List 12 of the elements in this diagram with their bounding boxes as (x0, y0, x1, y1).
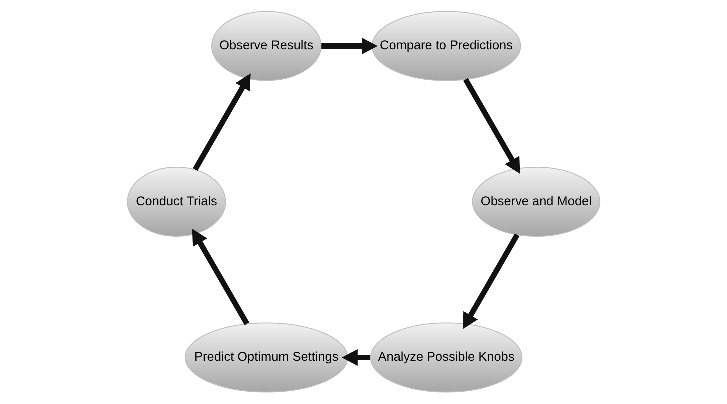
arrow (342, 349, 370, 366)
arrow (462, 78, 520, 174)
arrow (321, 38, 378, 55)
arrow (462, 234, 520, 330)
node-ellipse: Analyze Possible Knobs (370, 322, 522, 393)
node-ellipse: Compare to Predictions (371, 11, 521, 82)
node-ellipse: Predict Optimum Settings (184, 322, 348, 393)
arrow (192, 229, 249, 326)
node-ellipse: Observe and Model (472, 167, 600, 238)
node-ellipse: Observe Results (211, 11, 322, 82)
arrow (192, 74, 250, 172)
node-ellipse: Conduct Trials (126, 167, 226, 238)
